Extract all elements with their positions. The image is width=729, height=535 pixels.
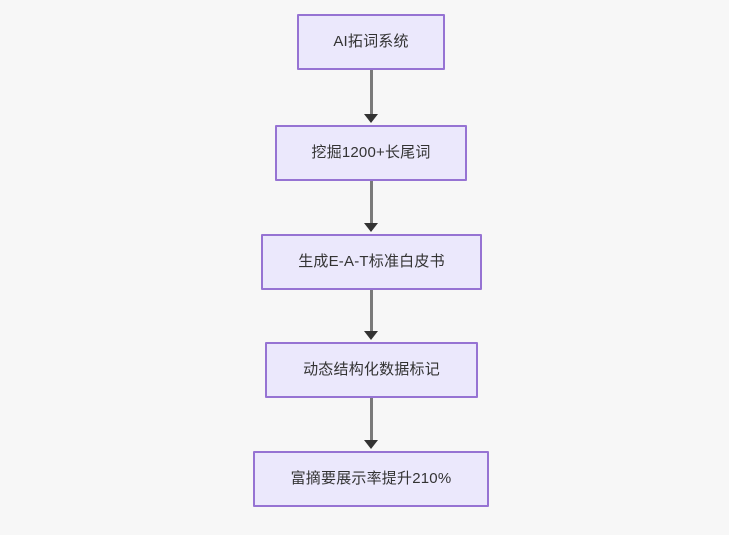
flow-node-label: 动态结构化数据标记 bbox=[303, 361, 440, 378]
flow-connector-line-2 bbox=[369, 181, 373, 225]
flow-connector-line-4 bbox=[369, 398, 373, 442]
flow-arrowhead-icon-4 bbox=[364, 440, 378, 449]
flow-node-dynamic-structured-data-markup[interactable]: 动态结构化数据标记 bbox=[265, 342, 478, 398]
flow-connector-line-3 bbox=[369, 290, 373, 333]
flow-arrowhead-icon-1 bbox=[364, 114, 378, 123]
flow-connector-line-1 bbox=[369, 70, 373, 116]
flow-arrowhead-icon-3 bbox=[364, 331, 378, 340]
flow-node-mine-longtail-keywords[interactable]: 挖掘1200+长尾词 bbox=[275, 125, 467, 181]
flow-node-rich-snippet-impression-lift[interactable]: 富摘要展示率提升210% bbox=[253, 451, 489, 507]
flow-arrowhead-icon-2 bbox=[364, 223, 378, 232]
flow-node-generate-eat-whitepaper[interactable]: 生成E-A-T标准白皮书 bbox=[261, 234, 482, 290]
flow-node-label: 富摘要展示率提升210% bbox=[290, 470, 452, 487]
flow-node-ai-keyword-system[interactable]: AI拓词系统 bbox=[297, 14, 445, 70]
flow-node-label: AI拓词系统 bbox=[333, 33, 409, 50]
flow-node-label: 挖掘1200+长尾词 bbox=[311, 144, 431, 161]
flow-node-label: 生成E-A-T标准白皮书 bbox=[298, 253, 445, 270]
